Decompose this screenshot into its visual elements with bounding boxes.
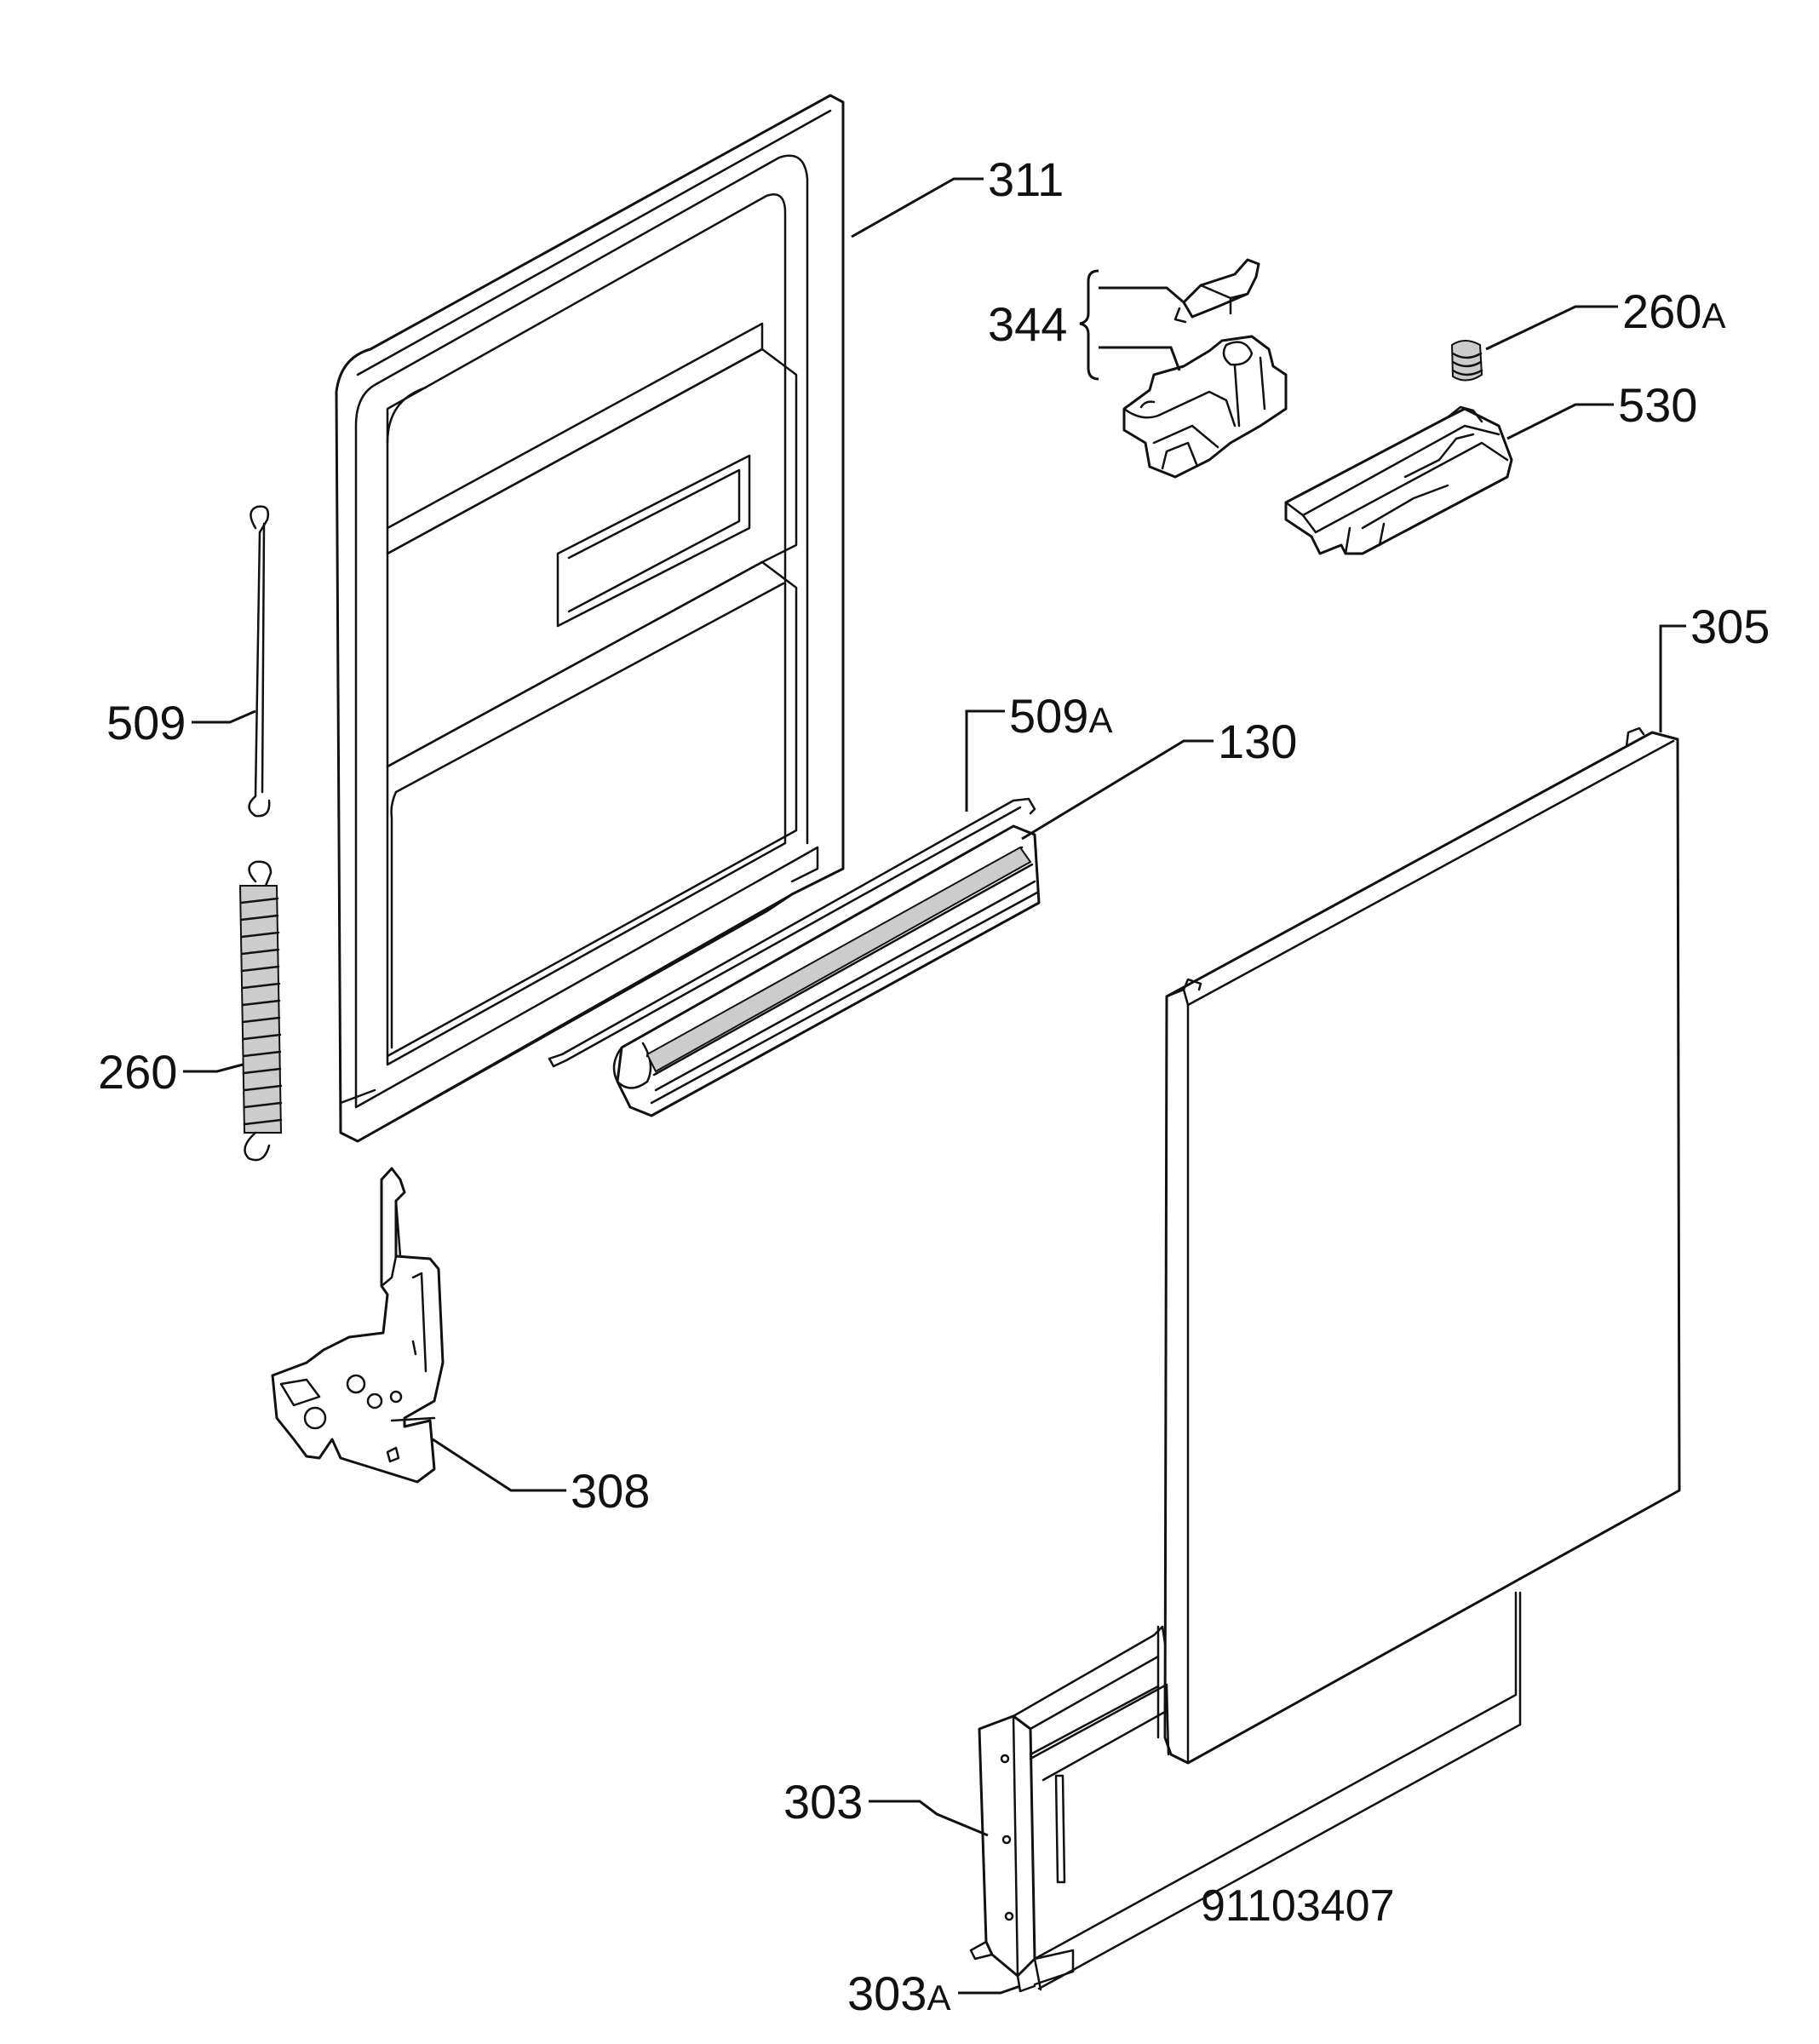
label-344: 344: [988, 297, 1067, 351]
document-number: 91103407: [1201, 1881, 1395, 1931]
label-509-leader: [192, 709, 256, 724]
small-spring-260a: [1450, 340, 1483, 382]
inner-door-panel: [335, 94, 845, 1143]
door-gasket-130: [612, 824, 1041, 1117]
label-530-leader: [1506, 403, 1614, 440]
label-509a: 509A: [1009, 689, 1112, 743]
label-530: 530: [1618, 378, 1697, 432]
door-spring-rod-509: [248, 505, 271, 818]
lower-base-panel-303: [969, 1591, 1522, 1993]
label-311-leader: [851, 177, 984, 238]
label-305: 305: [1690, 600, 1770, 653]
door-lock-344-body: [1122, 335, 1288, 479]
label-344-bracket: [1079, 269, 1185, 381]
label-303a: 303A: [847, 1966, 950, 2020]
door-rod-509a: [548, 797, 1036, 1068]
label-130-leader: [1021, 739, 1214, 841]
label-305-leader: [1659, 624, 1686, 732]
door-lock-344-catch: [1173, 258, 1260, 324]
label-260a-leader: [1485, 305, 1618, 351]
label-260-leader: [183, 1063, 244, 1073]
label-509: 509: [106, 696, 186, 749]
label-303-leader: [869, 1800, 989, 1837]
label-130: 130: [1218, 715, 1297, 768]
coil-spring-260: [238, 860, 283, 1162]
label-260a: 260A: [1622, 284, 1725, 338]
label-311: 311: [988, 152, 1064, 206]
door-handle-530: [1284, 405, 1513, 555]
outer-door-panel-305: [1163, 726, 1681, 1765]
label-308: 308: [571, 1464, 650, 1518]
label-509a-leader: [965, 709, 1005, 812]
label-303a-leader: [958, 1984, 1021, 1995]
label-308-leader: [432, 1438, 566, 1492]
label-260: 260: [98, 1045, 177, 1099]
label-303: 303: [783, 1775, 863, 1829]
door-hinge-308: [271, 1167, 445, 1484]
